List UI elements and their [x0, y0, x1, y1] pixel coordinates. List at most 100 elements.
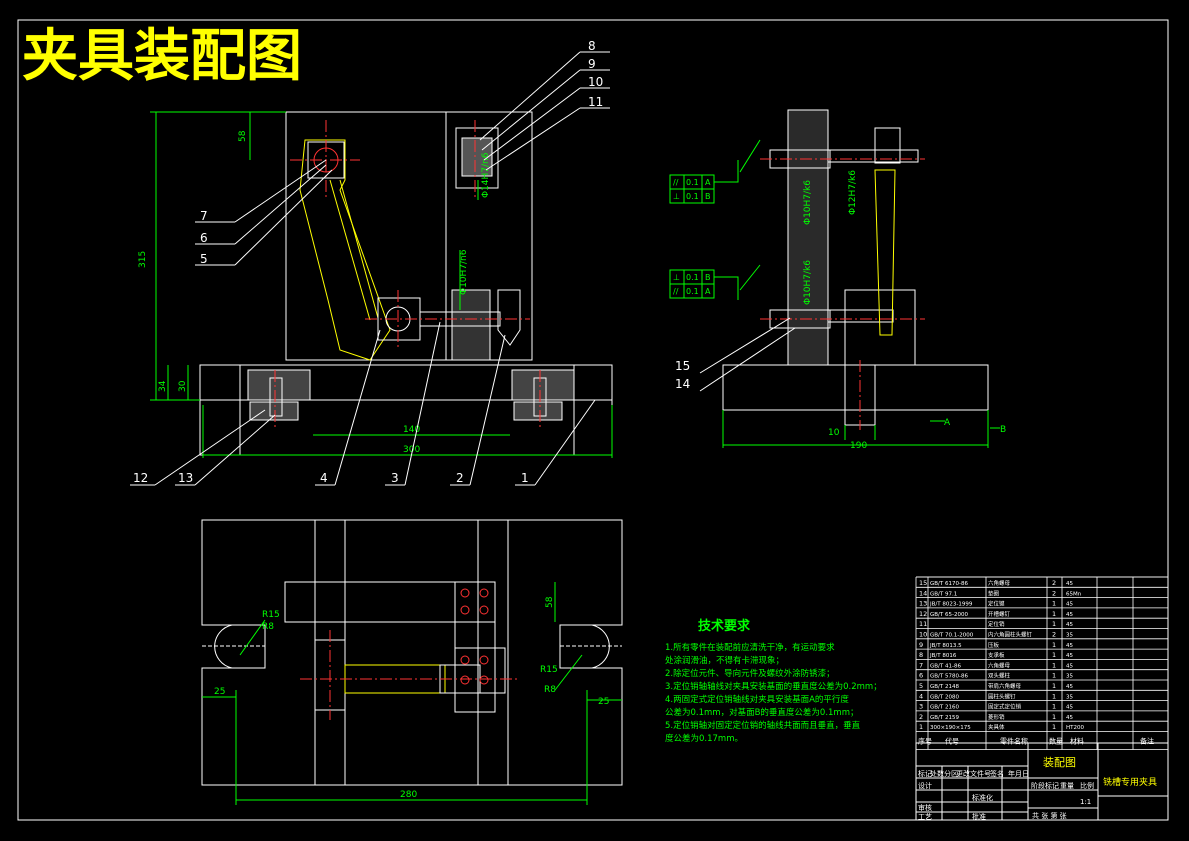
bom-row-qty: 1 — [1052, 692, 1056, 700]
bom-row-code: JB/T 8016 — [929, 653, 957, 659]
dim-plan-left: 25 — [214, 687, 225, 697]
bom-row-no: 13 — [919, 600, 927, 608]
gdt-3-datum: B — [705, 273, 711, 282]
datum-a: A — [944, 418, 951, 428]
bom-row-qty: 1 — [1052, 651, 1056, 659]
bom-header-qty: 数量 — [1049, 737, 1063, 746]
balloon-12: 12 — [133, 471, 148, 485]
fit-bush: Φ14H7/n6 — [481, 152, 491, 198]
bom-row-qty: 1 — [1052, 661, 1056, 669]
bom-row-material: 45 — [1066, 653, 1073, 659]
bom-row-name: 支承板 — [988, 651, 1005, 659]
balloon-1: 1 — [521, 471, 529, 485]
balloon-13: 13 — [178, 471, 193, 485]
balloon-3: 3 — [391, 471, 399, 485]
plan-centerlines — [300, 630, 520, 720]
balloon-4: 4 — [320, 471, 328, 485]
bom-row-code: GB/T 5780-86 — [930, 674, 968, 680]
dim-base-h1: 34 — [158, 380, 168, 392]
balloon-15: 15 — [675, 359, 690, 373]
dim-base-h2: 30 — [178, 380, 188, 392]
bom-row-name: 夹具体 — [988, 723, 1005, 731]
tech-heading: 技术要求 — [698, 618, 751, 634]
tech-line-6: 公差为0.1mm，对基面B的垂直度公差为0.1mm； — [665, 707, 859, 718]
front-view — [199, 111, 613, 456]
tb-row-label-4: 更改文件号 — [956, 769, 991, 778]
bom-row-code: GB/T 65-2000 — [930, 612, 968, 618]
bom-row-name: 压板 — [988, 641, 1000, 649]
bom-row-name: 菱形销 — [988, 713, 1005, 721]
bom-header-code: 代号 — [945, 737, 959, 746]
gdt-frames: // 0.1 A ⊥ 0.1 B ⊥ 0.1 B // 0.1 A — [669, 160, 739, 300]
bom-row-no: 14 — [919, 589, 927, 597]
bom-row-material: 65Mn — [1066, 591, 1082, 597]
bom-row-name: 垫圈 — [988, 589, 1000, 597]
tb-left-label-3: 工艺 — [918, 813, 932, 821]
bom-row-no: 4 — [919, 692, 923, 700]
bom-row-material: HT200 — [1066, 725, 1084, 731]
front-dim-text: 315 58 34 30 140 300 Φ10H7/n6 Φ14H7/n6 — [138, 130, 491, 455]
bom-row-no: 3 — [919, 703, 923, 711]
tech-line-3: 2.除定位元件、导向元件及螺纹外涂防锈漆； — [665, 668, 835, 679]
bom-row-code: GB/T 6170-86 — [930, 581, 968, 587]
tb-mid-label-1: 标准化 — [972, 793, 993, 802]
dim-side-width: 190 — [850, 441, 867, 451]
dim-r-right: R15 — [540, 665, 558, 675]
dim-r-right2: R8 — [544, 685, 556, 695]
side-view — [722, 109, 989, 426]
fit-side2: Φ10H7/k6 — [803, 260, 813, 305]
bom-row-name: 定位销 — [988, 620, 1005, 628]
bom-row-code: 300×190×175 — [930, 725, 971, 731]
fit-mid: Φ12H7/k6 — [848, 170, 858, 215]
balloon-14: 14 — [675, 377, 690, 391]
dim-r-top: R15 — [262, 610, 280, 620]
tb-row-label-3: 分区 — [944, 769, 958, 778]
bom-row-qty: 1 — [1052, 682, 1056, 690]
tb-stage-label-1: 阶段标记 — [1031, 781, 1059, 790]
bom-row-qty: 1 — [1052, 620, 1056, 628]
bom-row-no: 8 — [919, 651, 923, 659]
fit-side1: Φ10H7/k6 — [803, 180, 813, 225]
tech-line-1: 1.所有零件在装配前应清洗干净，有运动要求 — [665, 642, 835, 653]
dim-side-small: 10 — [828, 428, 840, 438]
front-dimensions — [150, 111, 613, 458]
bom-row-no: 11 — [919, 620, 927, 628]
side-leaders — [699, 317, 796, 392]
tb-stage-label-3: 比例 — [1080, 781, 1094, 790]
bom-row-material: 35 — [1066, 633, 1073, 639]
dim-plan-height: 58 — [545, 596, 555, 608]
bom-row-no: 10 — [919, 631, 927, 639]
bom-row-qty: 1 — [1052, 672, 1056, 680]
bom-row-material: 45 — [1066, 643, 1073, 649]
plan-view — [201, 519, 623, 786]
bom-header-no: 序号 — [918, 737, 932, 746]
dim-plan-right: 25 — [598, 697, 609, 707]
bom-row-name: 六角螺母 — [988, 579, 1011, 587]
title-block — [915, 742, 1169, 821]
side-dim-text: 190 10 Φ10H7/k6 Φ10H7/k6 Φ12H7/k6 A B — [803, 170, 1006, 451]
fit-pin: Φ10H7/n6 — [459, 249, 469, 295]
balloon-6: 6 — [200, 231, 208, 245]
bom-row-name: 带肩六角螺母 — [988, 682, 1022, 690]
dim-inner-width: 140 — [403, 425, 420, 435]
bom-row-no: 6 — [919, 672, 923, 680]
drawing-title: 夹具装配图 — [22, 24, 302, 89]
side-centerlines — [760, 158, 925, 430]
bom-row-name: 圆柱头螺钉 — [988, 692, 1016, 700]
tech-line-2: 处涂润滑油，不得有卡滞现象； — [665, 655, 784, 666]
dim-plan-width: 280 — [400, 790, 417, 800]
balloon-8: 8 — [588, 39, 596, 53]
tb-scale: 1:1 — [1080, 798, 1091, 806]
bom-row-qty: 2 — [1052, 589, 1056, 597]
product-name: 铣槽专用夹具 — [1103, 776, 1157, 788]
gdt-2-datum: B — [705, 192, 711, 201]
dim-overall-width: 300 — [403, 445, 420, 455]
plan-dimensions — [202, 582, 622, 805]
bom-row-material: 45 — [1066, 581, 1073, 587]
tb-row-label-5: 签名 — [990, 769, 1004, 778]
balloon-11: 11 — [588, 95, 603, 109]
balloon-2: 2 — [456, 471, 464, 485]
side-dimensions — [722, 139, 1000, 448]
dim-top-offset: 58 — [238, 130, 248, 142]
gdt-2-sym: ⊥ — [673, 192, 680, 201]
